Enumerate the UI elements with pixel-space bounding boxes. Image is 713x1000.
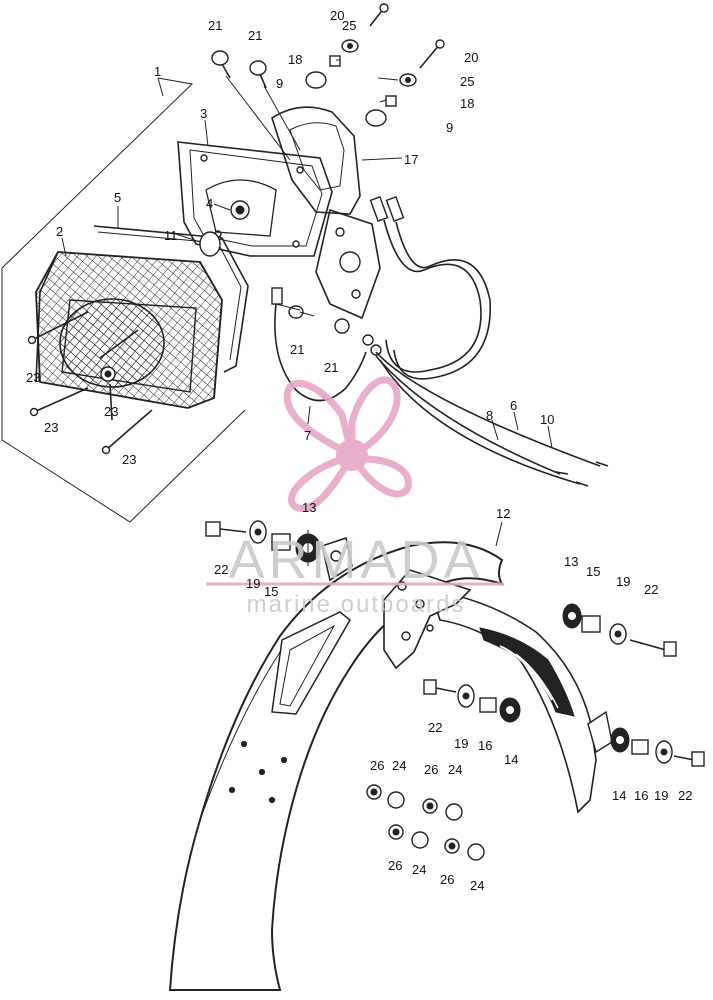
watermark-tagline: marine outboards (247, 591, 466, 618)
label-21-c: 21 (290, 342, 304, 357)
label-21-d: 21 (324, 360, 338, 375)
tail-light-lens (35, 251, 223, 409)
label-24-c: 24 (412, 862, 426, 877)
label-25-top: 25 (342, 18, 356, 33)
label-9-top: 9 (276, 76, 283, 91)
label-24-a: 24 (392, 758, 406, 773)
label-19-lower: 19 (654, 788, 668, 803)
label-2: 2 (56, 224, 63, 239)
lens-gasket-inner (97, 231, 242, 361)
label-26-c: 26 (388, 858, 402, 873)
label-22-lower: 22 (678, 788, 692, 803)
watermark: ARMADA marine outboards (206, 376, 504, 618)
propeller-logo-icon (283, 376, 412, 512)
rear-fender (168, 537, 613, 991)
label-20-right: 20 (464, 50, 478, 65)
label-21-a: 21 (208, 18, 222, 33)
tail-light-assembly (1, 3, 609, 523)
lens-screws (27, 311, 153, 455)
label-23-b: 23 (44, 420, 58, 435)
label-6: 6 (510, 398, 517, 413)
label-18-top: 18 (288, 52, 302, 67)
label-23-d: 23 (122, 452, 136, 467)
label-9-right: 9 (446, 120, 453, 135)
label-7: 7 (304, 428, 311, 443)
label-11: 11 (164, 228, 178, 243)
tail-light-bracket (271, 106, 403, 320)
label-14-right: 14 (612, 788, 626, 803)
label-19-mid: 19 (454, 736, 468, 751)
fender-hardware (205, 520, 705, 861)
label-22-mid: 22 (428, 720, 442, 735)
label-25-right: 25 (460, 74, 474, 89)
label-24-d: 24 (470, 878, 484, 893)
label-19-left: 19 (246, 576, 260, 591)
label-24-b: 24 (448, 762, 462, 777)
label-13-right: 13 (564, 554, 578, 569)
label-22-left: 22 (214, 562, 228, 577)
label-22-right: 22 (644, 582, 658, 597)
label-15-right: 15 (586, 564, 600, 579)
label-26-d: 26 (440, 872, 454, 887)
label-3: 3 (200, 106, 207, 121)
lens-gasket (93, 225, 249, 373)
part-labels: 1 2 3 4 5 6 7 8 9 9 10 11 12 13 13 14 14… (26, 8, 692, 893)
label-23-a: 23 (26, 370, 40, 385)
watermark-brand: ARMADA (228, 530, 483, 590)
label-15-left: 15 (264, 584, 278, 599)
leader-lines (61, 59, 553, 449)
label-5: 5 (114, 190, 121, 205)
label-13-left: 13 (302, 500, 316, 515)
bulb-socket-cap (199, 231, 221, 257)
label-10: 10 (540, 412, 554, 427)
label-21-b: 21 (248, 28, 262, 43)
label-18-right: 18 (460, 96, 474, 111)
label-17: 17 (404, 152, 418, 167)
label-16-mid: 16 (478, 738, 492, 753)
assembly-outline (1, 77, 246, 523)
label-1: 1 (154, 64, 161, 79)
tail-light-base (177, 141, 333, 257)
label-26-a: 26 (370, 758, 384, 773)
label-19-right: 19 (616, 574, 630, 589)
wiring-harness (271, 196, 609, 487)
label-14-mid: 14 (504, 752, 518, 767)
label-4: 4 (206, 196, 213, 211)
label-23-c: 23 (104, 404, 118, 419)
label-8: 8 (486, 408, 493, 423)
label-20-top: 20 (330, 8, 344, 23)
label-26-b: 26 (424, 762, 438, 777)
label-16-right: 16 (634, 788, 648, 803)
mount-hardware-top (305, 3, 445, 127)
label-12: 12 (496, 506, 510, 521)
screws-21 (211, 50, 382, 356)
